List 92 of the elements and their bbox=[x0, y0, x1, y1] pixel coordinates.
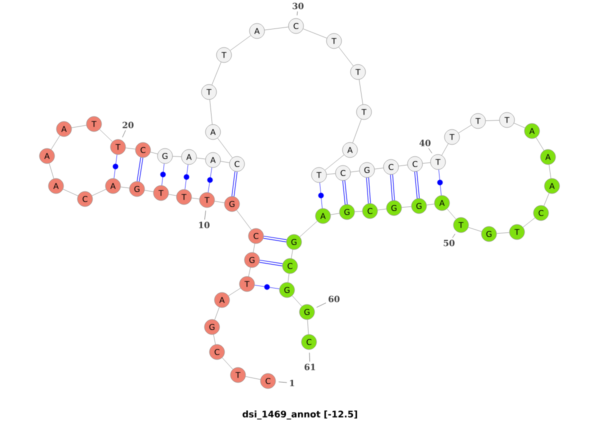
backbone-line bbox=[144, 190, 154, 192]
backbone-line bbox=[330, 213, 340, 215]
backbone-line bbox=[62, 188, 78, 196]
backbone-line bbox=[191, 198, 200, 200]
base-pair-line bbox=[232, 171, 238, 197]
backbone-line bbox=[245, 376, 261, 380]
backbone-line bbox=[548, 164, 552, 179]
backbone-line bbox=[264, 26, 289, 30]
base-pair-line bbox=[342, 180, 348, 204]
backbone-line bbox=[326, 173, 336, 175]
backbone-line bbox=[214, 307, 220, 320]
backbone-line bbox=[377, 208, 387, 210]
backbone-line bbox=[222, 358, 233, 370]
backbone-line bbox=[248, 267, 251, 277]
base-pair-line bbox=[254, 284, 280, 290]
backbone-line bbox=[398, 164, 408, 166]
backbone-line bbox=[220, 161, 230, 163]
position-number: 60 bbox=[328, 296, 340, 302]
position-number: 40 bbox=[419, 140, 431, 146]
backbone-line bbox=[544, 192, 550, 206]
base-pair-line bbox=[437, 169, 443, 196]
backbone-line bbox=[99, 129, 113, 142]
backbone-line bbox=[468, 227, 482, 232]
base-pair-line bbox=[390, 174, 395, 200]
backbone-line bbox=[358, 79, 364, 105]
backbone-line bbox=[350, 170, 360, 172]
backbone-line bbox=[168, 194, 177, 196]
leader-line bbox=[122, 130, 126, 138]
backbone-line bbox=[426, 204, 435, 206]
backbone-line bbox=[352, 119, 362, 143]
backbone-line bbox=[210, 99, 212, 125]
backbone-line bbox=[302, 28, 328, 38]
base-pair-line bbox=[184, 164, 190, 190]
backbone-line bbox=[338, 46, 354, 66]
backbone-line bbox=[50, 135, 60, 150]
base-pair-line bbox=[366, 178, 371, 204]
leader-line bbox=[309, 352, 310, 362]
backbone-line bbox=[125, 148, 136, 150]
backbone-line bbox=[486, 120, 500, 121]
backbone-line bbox=[253, 243, 255, 253]
backbone-line bbox=[514, 122, 526, 128]
leader-line bbox=[204, 210, 206, 220]
title: dsi_1469_annot [-12.5] bbox=[242, 410, 358, 420]
leader-line bbox=[428, 148, 432, 154]
base-pair-line bbox=[207, 167, 213, 193]
backbone-line bbox=[213, 334, 216, 345]
backbone-line bbox=[212, 62, 222, 86]
backbone-line bbox=[496, 232, 510, 234]
backbone-line bbox=[214, 201, 225, 203]
backbone-line bbox=[172, 156, 182, 157]
backbone-line bbox=[71, 125, 87, 128]
base-pair-line bbox=[259, 260, 283, 266]
base-pair-line bbox=[263, 236, 287, 242]
backbone-line bbox=[536, 137, 544, 151]
backbone-line bbox=[324, 154, 344, 170]
base-pair-line bbox=[160, 163, 166, 186]
backbone-line bbox=[92, 189, 106, 196]
position-number: 30 bbox=[292, 2, 304, 10]
leader-line bbox=[452, 234, 456, 238]
backbone-line bbox=[236, 210, 252, 230]
backbone-line bbox=[288, 273, 290, 283]
position-number: 20 bbox=[122, 122, 134, 128]
position-number: 10 bbox=[199, 222, 210, 228]
leader-line bbox=[278, 382, 288, 383]
backbone-line bbox=[196, 158, 206, 160]
backbone-line bbox=[422, 162, 431, 164]
backbone-line bbox=[49, 163, 54, 179]
position-number: 1 bbox=[290, 380, 294, 386]
backbone-line bbox=[291, 249, 293, 259]
base-pair-line bbox=[112, 154, 118, 179]
backbone-line bbox=[374, 168, 384, 170]
leader-line bbox=[316, 302, 326, 308]
position-number: 61 bbox=[304, 364, 316, 370]
backbone-line bbox=[217, 138, 233, 158]
base-pair-line bbox=[414, 172, 420, 198]
backbone-line bbox=[230, 35, 251, 51]
backbone-line bbox=[292, 296, 302, 306]
base-pair-line bbox=[318, 182, 324, 209]
backbone-line bbox=[120, 186, 130, 188]
leader-line bbox=[296, 11, 298, 16]
backbone-line bbox=[228, 288, 241, 296]
backbone-line bbox=[458, 124, 472, 134]
backbone-line bbox=[300, 220, 318, 238]
backbone-line bbox=[442, 144, 448, 156]
backbone-line bbox=[354, 211, 362, 212]
backbone-line bbox=[401, 206, 412, 208]
base-pair-line bbox=[136, 157, 144, 182]
position-number: 50 bbox=[444, 240, 455, 246]
backbone-line bbox=[150, 152, 158, 154]
backbone-line bbox=[446, 208, 456, 220]
backbone-line bbox=[307, 320, 309, 335]
backbone-line bbox=[522, 218, 536, 228]
